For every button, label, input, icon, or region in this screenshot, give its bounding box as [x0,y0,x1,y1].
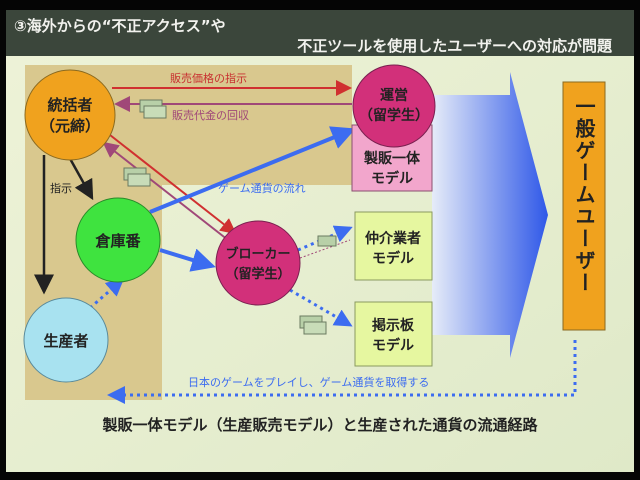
caption: 製販一体モデル（生産販売モデル）と生産された通貨の流通経路 [101,416,538,434]
label-instruction: 指示 [50,181,72,195]
money-icon [299,315,327,335]
arrow-broker-to-leader [102,141,229,241]
node-broker-line1: ブローカー [225,246,290,262]
arrow-warehouse-to-broker [159,248,216,272]
node-broker-line2: （留学生） [225,266,290,282]
label-currency-flow: ゲーム通貨の流れ [218,181,306,195]
node-leader: 統括者 （元締） [24,69,116,161]
label-price-instruction: 販売価格の指示 [170,71,247,85]
arrow-leader-to-warehouse [66,154,94,201]
arrow-broker-to-bbs [289,288,353,327]
node-leader-line1: 統括者 [47,96,92,114]
title-line-2: 不正ツールを使用したユーザーへの対応が問題 [297,37,613,55]
node-operator-line1: 運営 [380,87,408,104]
title-line-1: ③海外からの“不正アクセス”や [14,17,226,35]
node-broker: ブローカー （留学生） [215,220,301,306]
label-payment-collection: 販売代金の回収 [172,108,249,122]
node-producer-label: 生産者 [43,332,88,350]
intermediary-line2: モデル [372,250,414,267]
title-bar [6,10,634,56]
node-producer: 生産者 [23,297,109,383]
node-warehouse: 倉庫番 [75,197,161,283]
bbs-line2: モデル [372,337,414,354]
node-intermediary-model: 仲介業者 モデル [354,211,433,281]
node-warehouse-label: 倉庫番 [94,232,141,250]
big-arrow-to-users [432,72,548,358]
money-icon [123,167,151,187]
operator-model-line1: 製販一体 [363,150,421,167]
node-bbs-model: 掲示板 モデル [354,301,433,367]
node-operator: 製販一体 モデル 運営 （留学生） [351,64,436,192]
arrow-users-to-producer [107,340,577,404]
arrow-intermediary-payment [299,239,351,259]
arrow-warehouse-to-operator [149,126,356,214]
label-play-and-acquire: 日本のゲームをプレイし、ゲーム通貨を取得する [188,375,429,389]
money-icon [139,99,167,119]
node-general-users: 一般ゲームユーザー [562,81,606,331]
intermediary-line1: 仲介業者 [365,230,421,247]
arrow-leader-to-broker [109,134,237,235]
operator-model-line2: モデル [371,170,413,187]
bbs-line1: 掲示板 [372,317,415,334]
node-leader-line2: （元締） [40,117,100,135]
arrow-producer-to-warehouse [89,278,125,310]
node-users-label: 一般ゲームユーザー [572,96,596,294]
node-operator-line2: （留学生） [359,107,429,124]
money-icon [317,235,337,247]
